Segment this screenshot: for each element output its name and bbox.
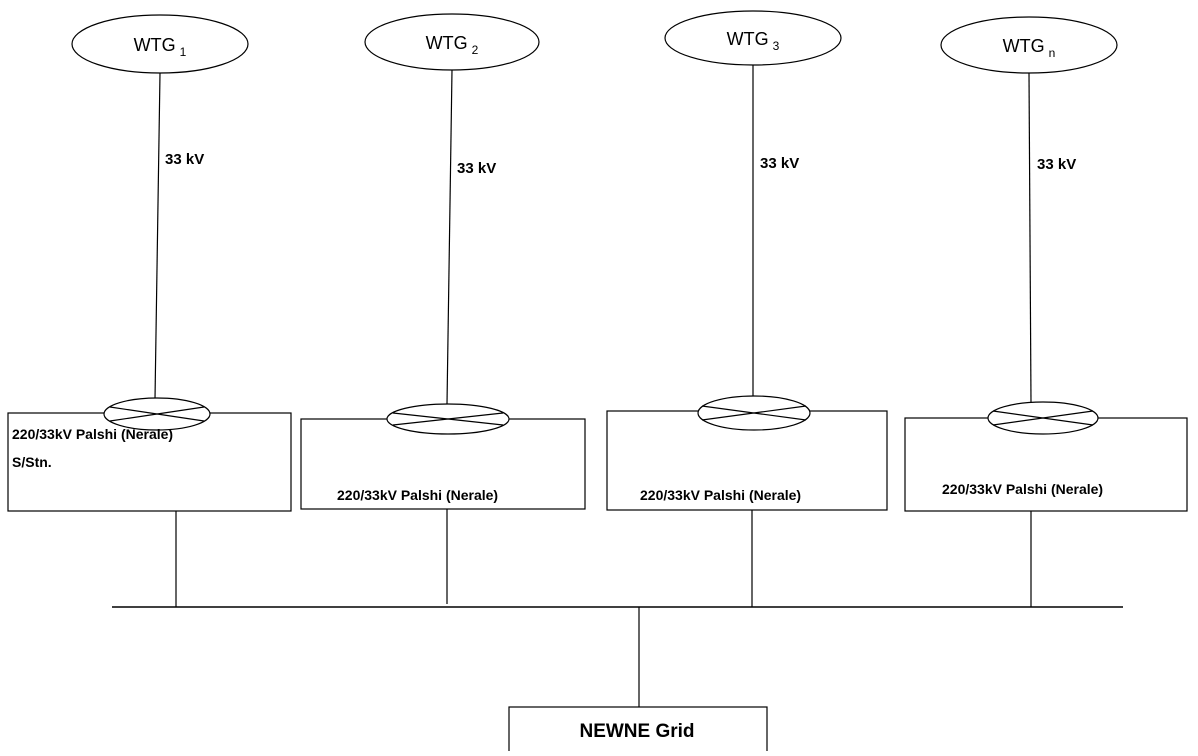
wtg-label-n: WTG n [1003, 36, 1056, 60]
wtg-index-3: 3 [773, 39, 780, 53]
substation-label-1: 220/33kV Palshi (Nerale) [12, 426, 173, 442]
substation-label-1b: S/Stn. [12, 454, 52, 470]
wtg-index-1: 1 [180, 45, 187, 59]
feeder-line-2 [446, 69, 453, 405]
wtg-branch-2: WTG 2 33 kV 220/33kV Palshi (Nerale) [300, 13, 586, 604]
grid-label: NEWNE Grid [579, 721, 694, 742]
voltage-label-3: 33 kV [760, 155, 799, 172]
breaker-symbol-3 [697, 395, 811, 431]
wtg-name-3: WTG [727, 29, 769, 49]
wtg-branch-n: WTG n 33 kV 220/33kV Palshi (Nerale) [904, 16, 1188, 607]
voltage-label-1: 33 kV [165, 151, 204, 168]
feeder-line-1 [154, 72, 161, 400]
breaker-symbol-n [987, 401, 1099, 435]
substation-label-n: 220/33kV Palshi (Nerale) [942, 481, 1103, 497]
voltage-label-n: 33 kV [1037, 156, 1076, 173]
wtg-label-1: WTG 1 [134, 35, 187, 59]
wtg-name-1: WTG [134, 35, 176, 55]
substation-label-3: 220/33kV Palshi (Nerale) [640, 487, 801, 503]
grid-box [508, 706, 768, 756]
wtg-branch-1: WTG 1 33 kV 220/33kV Palshi (Nerale) S/St… [7, 14, 292, 607]
wtg-index-2: 2 [472, 43, 479, 57]
wtg-label-2: WTG 2 [426, 33, 479, 57]
voltage-label-2: 33 kV [457, 160, 496, 177]
wtg-branch-3: WTG 3 33 kV 220/33kV Palshi (Nerale) [606, 10, 888, 607]
feeder-line-n [1028, 72, 1032, 404]
breaker-symbol-1 [103, 397, 211, 431]
wtg-index-n: n [1049, 46, 1056, 60]
wtg-label-3: WTG 3 [727, 29, 780, 53]
wtg-name-2: WTG [426, 33, 468, 53]
substation-label-2: 220/33kV Palshi (Nerale) [337, 487, 498, 503]
breaker-symbol-2 [386, 403, 510, 435]
wtg-name-n: WTG [1003, 36, 1045, 56]
